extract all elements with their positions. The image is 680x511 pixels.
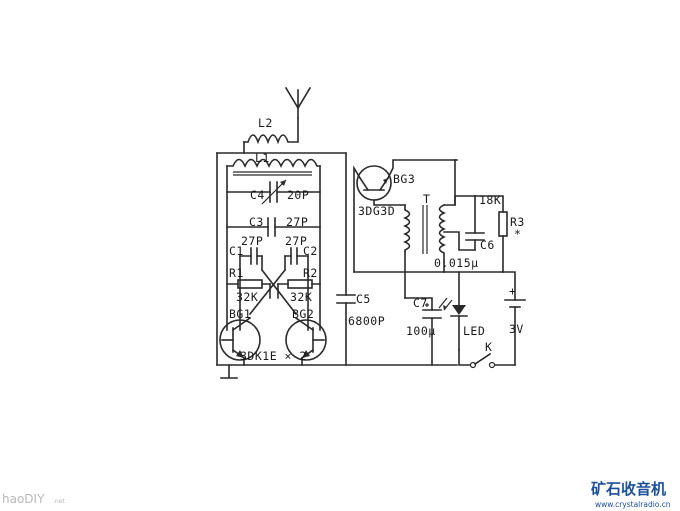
transistor-bg2 (285, 316, 327, 366)
label-bg12-part: 3DK1E × 2 (240, 349, 307, 363)
label-bg3: BG3 (393, 172, 415, 186)
label-c4-value: 20P (287, 188, 309, 202)
watermark-right: 矿石收音机 www.crystalradio.cn (591, 480, 671, 509)
label-led: LED (463, 324, 485, 338)
label-c2-value: 27P (285, 234, 307, 248)
capacitor-c7 (404, 297, 442, 366)
label-c3-value: 27P (286, 215, 308, 229)
label-r2: R2 (303, 266, 318, 280)
watermark-left: haoDIY .net (2, 492, 65, 506)
cross-coupling-wires (248, 268, 298, 316)
label-c5-value: 6800P (348, 314, 385, 328)
resistor-r3 (443, 159, 508, 273)
component-labels: L2 L1 C4 20P C3 27P C1 27P C2 27P R1 32K… (229, 116, 525, 363)
label-c3: C3 (249, 215, 264, 229)
capacitor-c3 (226, 217, 321, 237)
coil-l2 (243, 117, 299, 154)
label-l1: L1 (255, 151, 270, 165)
label-k: K (485, 340, 492, 354)
label-c7-value: 100μ (406, 324, 436, 338)
label-c6: C6 (480, 238, 495, 252)
label-r1-value: 32K (236, 290, 258, 304)
watermark-left-suffix: .net (53, 498, 65, 505)
label-t: T (423, 192, 430, 206)
transformer-t (353, 159, 476, 299)
watermark-left-text: haoDIY (2, 492, 45, 506)
label-bg1: BG1 (229, 307, 251, 321)
resistor-r1 (226, 279, 271, 289)
capacitor-c4 (226, 179, 321, 205)
watermark-right-text: 矿石收音机 (591, 480, 666, 498)
label-c2: C2 (303, 244, 318, 258)
transistor-bg1 (219, 316, 261, 366)
capacitor-c2 (284, 247, 309, 331)
resistor-r2 (277, 279, 321, 289)
capacitor-c6 (443, 195, 485, 251)
label-r2-value: 32K (290, 290, 312, 304)
switch-k (458, 349, 516, 369)
label-c7: C7 (413, 296, 428, 310)
label-battery-plus: + (509, 284, 516, 298)
label-c5: C5 (356, 292, 371, 306)
label-bg2: BG2 (292, 307, 314, 321)
coil-l1 (226, 158, 321, 331)
label-l2: L2 (258, 116, 273, 130)
label-r3: R3 (510, 215, 525, 229)
antenna-symbol (284, 86, 312, 119)
watermark-right-url: www.crystalradio.cn (595, 500, 671, 509)
label-battery-value: 3V (509, 322, 524, 336)
label-c1-value: 27P (241, 234, 263, 248)
label-c4: C4 (250, 188, 265, 202)
transistor-bg3 (353, 159, 456, 273)
label-c1: C1 (229, 244, 244, 258)
battery-3v (502, 271, 526, 366)
wire-frame-left (216, 152, 458, 379)
led-symbol (438, 271, 468, 351)
capacitor-c1 (239, 247, 263, 331)
label-bg3-part: 3DG3D (358, 204, 395, 218)
capacitor-c5 (336, 152, 356, 366)
label-c6-value: 0.015μ (434, 256, 479, 270)
label-r3-mark: * (514, 227, 521, 241)
label-r1: R1 (229, 266, 244, 280)
label-r3-value: 18K (479, 193, 501, 207)
